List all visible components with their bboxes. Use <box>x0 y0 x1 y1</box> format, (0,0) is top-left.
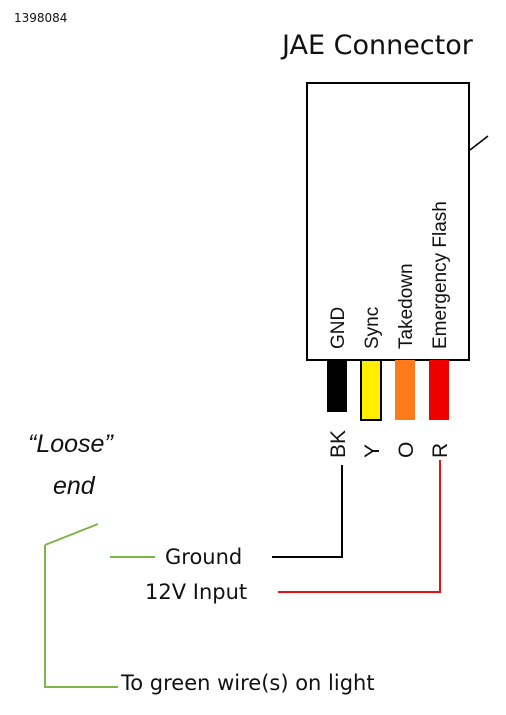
pin-label-takedown: Takedown <box>396 263 417 349</box>
connector-title: JAE Connector <box>282 30 473 61</box>
connector-body <box>306 82 470 361</box>
pin-code-o: O <box>395 441 418 458</box>
pin-wire-sync <box>360 359 382 421</box>
pin-code-bk: BK <box>327 429 350 458</box>
pin-wire-gnd <box>327 360 347 412</box>
green-wire-label: To green wire(s) on light <box>121 671 375 695</box>
pin-label-gnd: GND <box>328 306 349 349</box>
input-wire <box>278 460 441 593</box>
pin-label-emergency: Emergency Flash <box>430 201 451 349</box>
pin-wire-emergency <box>429 360 449 420</box>
ground-label: Ground <box>165 545 243 569</box>
diagram-id: 1398084 <box>14 11 68 25</box>
pin-label-sync: Sync <box>362 306 383 349</box>
loose-end-label-line2: end <box>53 472 95 500</box>
input-label: 12V Input <box>145 580 248 604</box>
loose-end-wire <box>44 523 99 546</box>
loose-end-label-line1: “Loose” <box>28 430 113 458</box>
ground-wire <box>272 465 343 558</box>
pin-code-y: Y <box>361 443 384 458</box>
pin-wire-takedown <box>395 360 415 420</box>
connector-leader-line <box>469 135 489 151</box>
green-wire <box>44 545 118 688</box>
pin-code-r: R <box>429 442 452 458</box>
